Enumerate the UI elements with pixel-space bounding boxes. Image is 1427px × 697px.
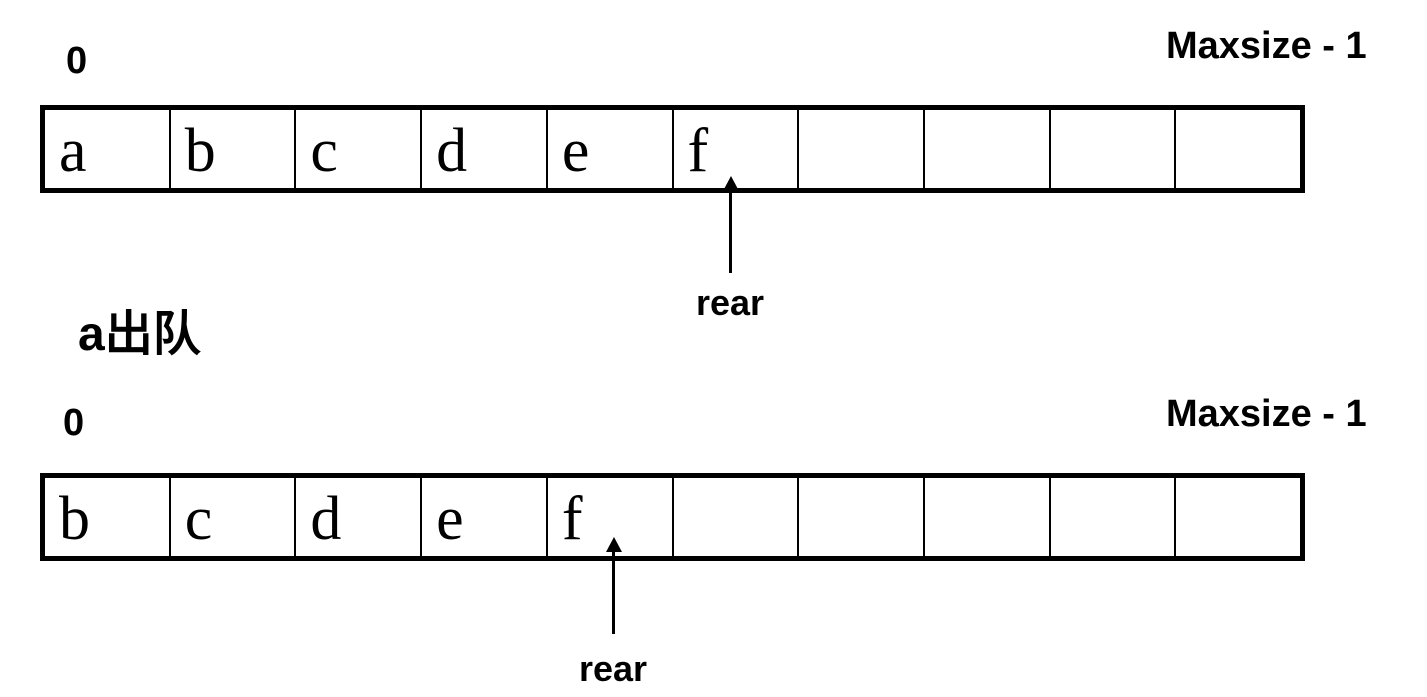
queue-cell xyxy=(925,110,1051,188)
queue-cell: e xyxy=(548,110,674,188)
queue-cell xyxy=(674,478,800,556)
queue-cell: f xyxy=(548,478,674,556)
queue-array-before: a b c d e f xyxy=(40,105,1305,193)
queue-cell: c xyxy=(296,110,423,188)
cell-value: e xyxy=(561,117,590,185)
cell-value: f xyxy=(687,117,709,185)
rear-label: rear xyxy=(578,648,648,689)
queue-cell: e xyxy=(422,478,548,556)
queue-array-after: b c d e f xyxy=(40,473,1305,561)
queue-cell xyxy=(1051,110,1177,188)
arrow-up-icon xyxy=(605,537,622,552)
cell-value: d xyxy=(310,485,342,553)
queue-cell xyxy=(799,478,925,556)
queue-cell xyxy=(925,478,1051,556)
cell-value: f xyxy=(561,485,583,553)
queue-cell: d xyxy=(296,478,423,556)
queue-cell: a xyxy=(45,110,171,188)
queue-cell: f xyxy=(674,110,800,188)
cell-value: b xyxy=(184,117,216,185)
arrow-line xyxy=(729,191,732,273)
cell-value: d xyxy=(436,117,468,185)
maxsize-label: Maxsize - 1 xyxy=(1166,393,1367,435)
arrow-line xyxy=(612,552,615,634)
rear-label: rear xyxy=(695,282,765,323)
queue-cell: c xyxy=(171,478,297,556)
cell-value: b xyxy=(59,485,90,553)
rear-pointer xyxy=(722,176,739,273)
rear-pointer xyxy=(605,537,622,634)
start-index-label: 0 xyxy=(66,40,88,82)
queue-cell xyxy=(1176,478,1300,556)
cell-value: c xyxy=(310,117,338,185)
cell-value: c xyxy=(184,485,213,553)
maxsize-label: Maxsize - 1 xyxy=(1166,25,1367,67)
queue-cell xyxy=(1176,110,1300,188)
arrow-up-icon xyxy=(722,176,739,191)
queue-cell: d xyxy=(422,110,548,188)
queue-cell xyxy=(1051,478,1177,556)
start-index-label: 0 xyxy=(63,402,85,444)
queue-cell: b xyxy=(171,110,297,188)
cell-value: a xyxy=(59,117,87,185)
queue-cell xyxy=(799,110,925,188)
cell-value: e xyxy=(436,485,464,553)
dequeue-caption: a出队 xyxy=(78,308,201,361)
queue-cell: b xyxy=(45,478,171,556)
